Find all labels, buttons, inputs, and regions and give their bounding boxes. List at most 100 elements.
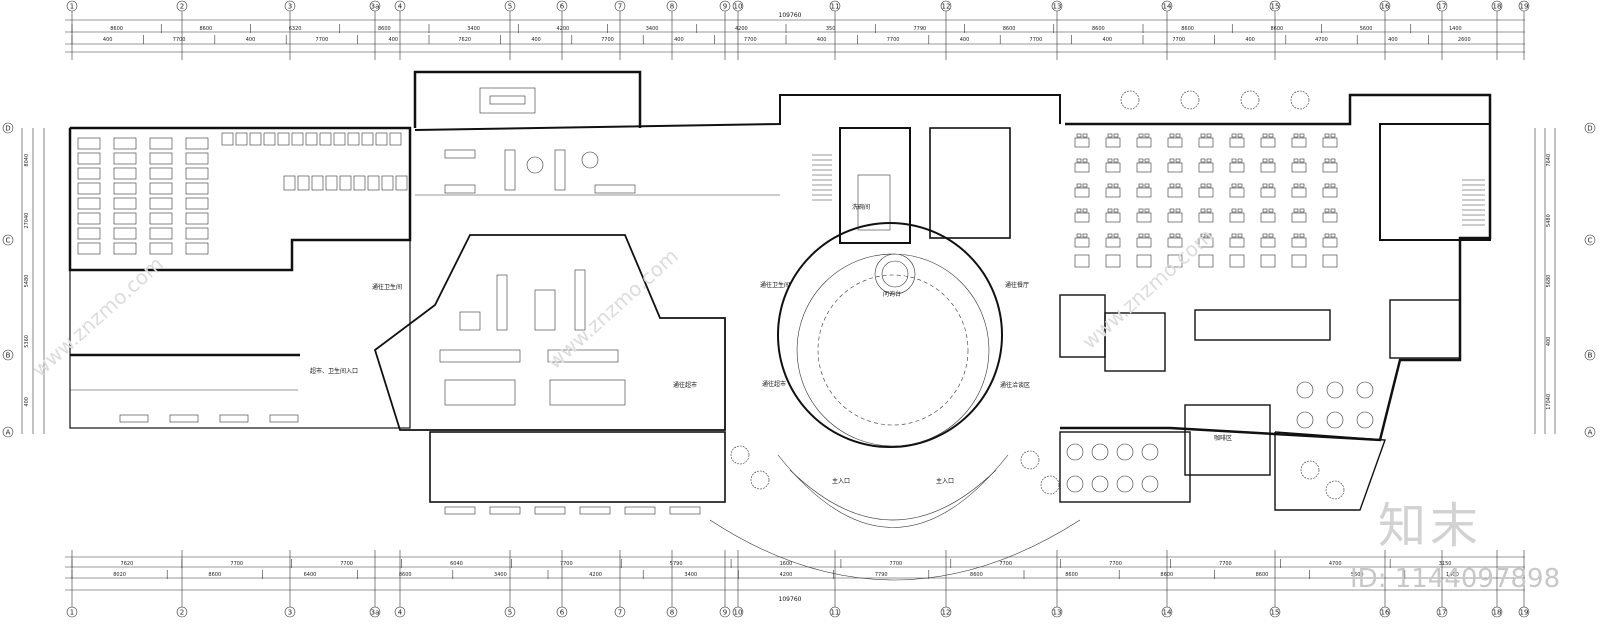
tree xyxy=(730,445,750,465)
side-dim-label: 8040 xyxy=(24,154,30,167)
chair xyxy=(1076,158,1082,163)
dining-table xyxy=(1260,187,1276,198)
chair xyxy=(1324,158,1330,163)
axis-label: 8 xyxy=(670,609,674,617)
chair xyxy=(1138,183,1144,188)
dim-label: 400 xyxy=(389,37,399,43)
round-table xyxy=(1091,443,1109,461)
dim-label: 6040 xyxy=(450,561,463,567)
planter xyxy=(534,506,566,515)
shelf xyxy=(534,289,556,331)
dim-label: 2600 xyxy=(1458,37,1471,43)
dim-label: 6400 xyxy=(304,572,317,578)
chair xyxy=(1144,158,1150,163)
cubicle xyxy=(113,167,137,180)
chair xyxy=(1082,233,1088,238)
axis-label: 18 xyxy=(1493,3,1502,11)
chair xyxy=(1206,158,1212,163)
chair xyxy=(1231,208,1237,213)
dim-label: 7700 xyxy=(887,37,900,43)
cubicle xyxy=(185,152,209,165)
axis-label: 11 xyxy=(831,3,840,11)
dining-table xyxy=(1322,162,1338,173)
dining-table xyxy=(1136,162,1152,173)
dim-label: 7700 xyxy=(560,561,573,567)
dining-table xyxy=(1260,137,1276,148)
chair xyxy=(1262,183,1268,188)
dim-label: 7700 xyxy=(999,561,1012,567)
dining-table xyxy=(1260,254,1276,268)
dim-label: 8600 xyxy=(200,26,213,32)
chair xyxy=(1144,183,1150,188)
axis-label: 1 xyxy=(70,609,74,617)
dim-label: 5600 xyxy=(1360,26,1373,32)
axis-label: 7 xyxy=(618,609,622,617)
dining-table xyxy=(1198,137,1214,148)
label-to-supermarket-2: 通往超市 xyxy=(762,380,786,388)
chair xyxy=(1268,183,1274,188)
toilet-stall xyxy=(325,175,338,191)
chair xyxy=(1324,133,1330,138)
cubicle xyxy=(77,167,101,180)
dining-table xyxy=(1167,187,1183,198)
row-axis-bubble xyxy=(1584,234,1596,246)
dim-label: 8600 xyxy=(970,572,983,578)
tree xyxy=(1040,475,1060,495)
dim-label: 8600 xyxy=(378,26,391,32)
dining-table xyxy=(1167,162,1183,173)
toilet-stall xyxy=(375,132,388,146)
dim-label: 7700 xyxy=(1219,561,1232,567)
dining-table xyxy=(1229,187,1245,198)
cubicle xyxy=(77,242,101,255)
dim-label: 8600 xyxy=(1065,572,1078,578)
round-table xyxy=(1356,411,1374,429)
dining-table xyxy=(1167,212,1183,223)
shelf xyxy=(504,149,516,191)
chair xyxy=(1293,158,1299,163)
shelf xyxy=(496,274,508,331)
chair xyxy=(1175,133,1181,138)
round-table xyxy=(1066,443,1084,461)
planter xyxy=(444,506,476,515)
dim-label: 400 xyxy=(103,37,113,43)
dining-table xyxy=(1322,137,1338,148)
chair xyxy=(1324,233,1330,238)
dim-label: 1400 xyxy=(1446,572,1459,578)
row-axis-bubble xyxy=(1584,122,1596,134)
chair xyxy=(1107,183,1113,188)
dim-label: 3400 xyxy=(494,572,507,578)
axis-label: 18 xyxy=(1493,609,1502,617)
chair xyxy=(1231,183,1237,188)
dim-label: 3400 xyxy=(467,26,480,32)
label-lobby: 问询台 xyxy=(883,290,901,298)
chair xyxy=(1169,183,1175,188)
dining-table xyxy=(1229,212,1245,223)
cubicle xyxy=(185,167,209,180)
chair xyxy=(1076,208,1082,213)
cubicle xyxy=(113,197,137,210)
axis-label: 6 xyxy=(560,609,565,617)
chair xyxy=(1076,233,1082,238)
dim-label: 400 xyxy=(1245,37,1255,43)
dim-label: 400 xyxy=(960,37,970,43)
chair xyxy=(1107,233,1113,238)
shelf xyxy=(439,349,521,363)
chair xyxy=(1144,208,1150,213)
toilet-stall xyxy=(263,132,276,146)
cubicle xyxy=(149,182,173,195)
axis-label: 17 xyxy=(1438,3,1447,11)
chair xyxy=(1200,158,1206,163)
planter xyxy=(119,414,149,423)
axis-label: 5 xyxy=(508,609,512,617)
shelf xyxy=(444,149,476,159)
chair xyxy=(1231,158,1237,163)
dining-table xyxy=(1105,212,1121,223)
dining-table xyxy=(1136,137,1152,148)
dining-table xyxy=(1229,237,1245,248)
planter xyxy=(489,506,521,515)
left-dimension-lines xyxy=(21,128,45,434)
dim-label: 7700 xyxy=(1172,37,1185,43)
